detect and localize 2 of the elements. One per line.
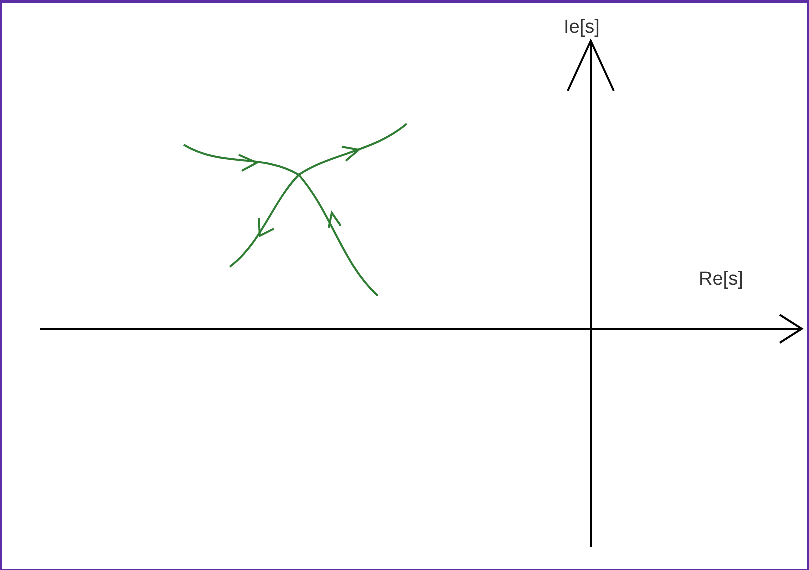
axis-label: Ie[s] [564, 17, 600, 39]
axis-label: Re[s] [699, 269, 744, 291]
